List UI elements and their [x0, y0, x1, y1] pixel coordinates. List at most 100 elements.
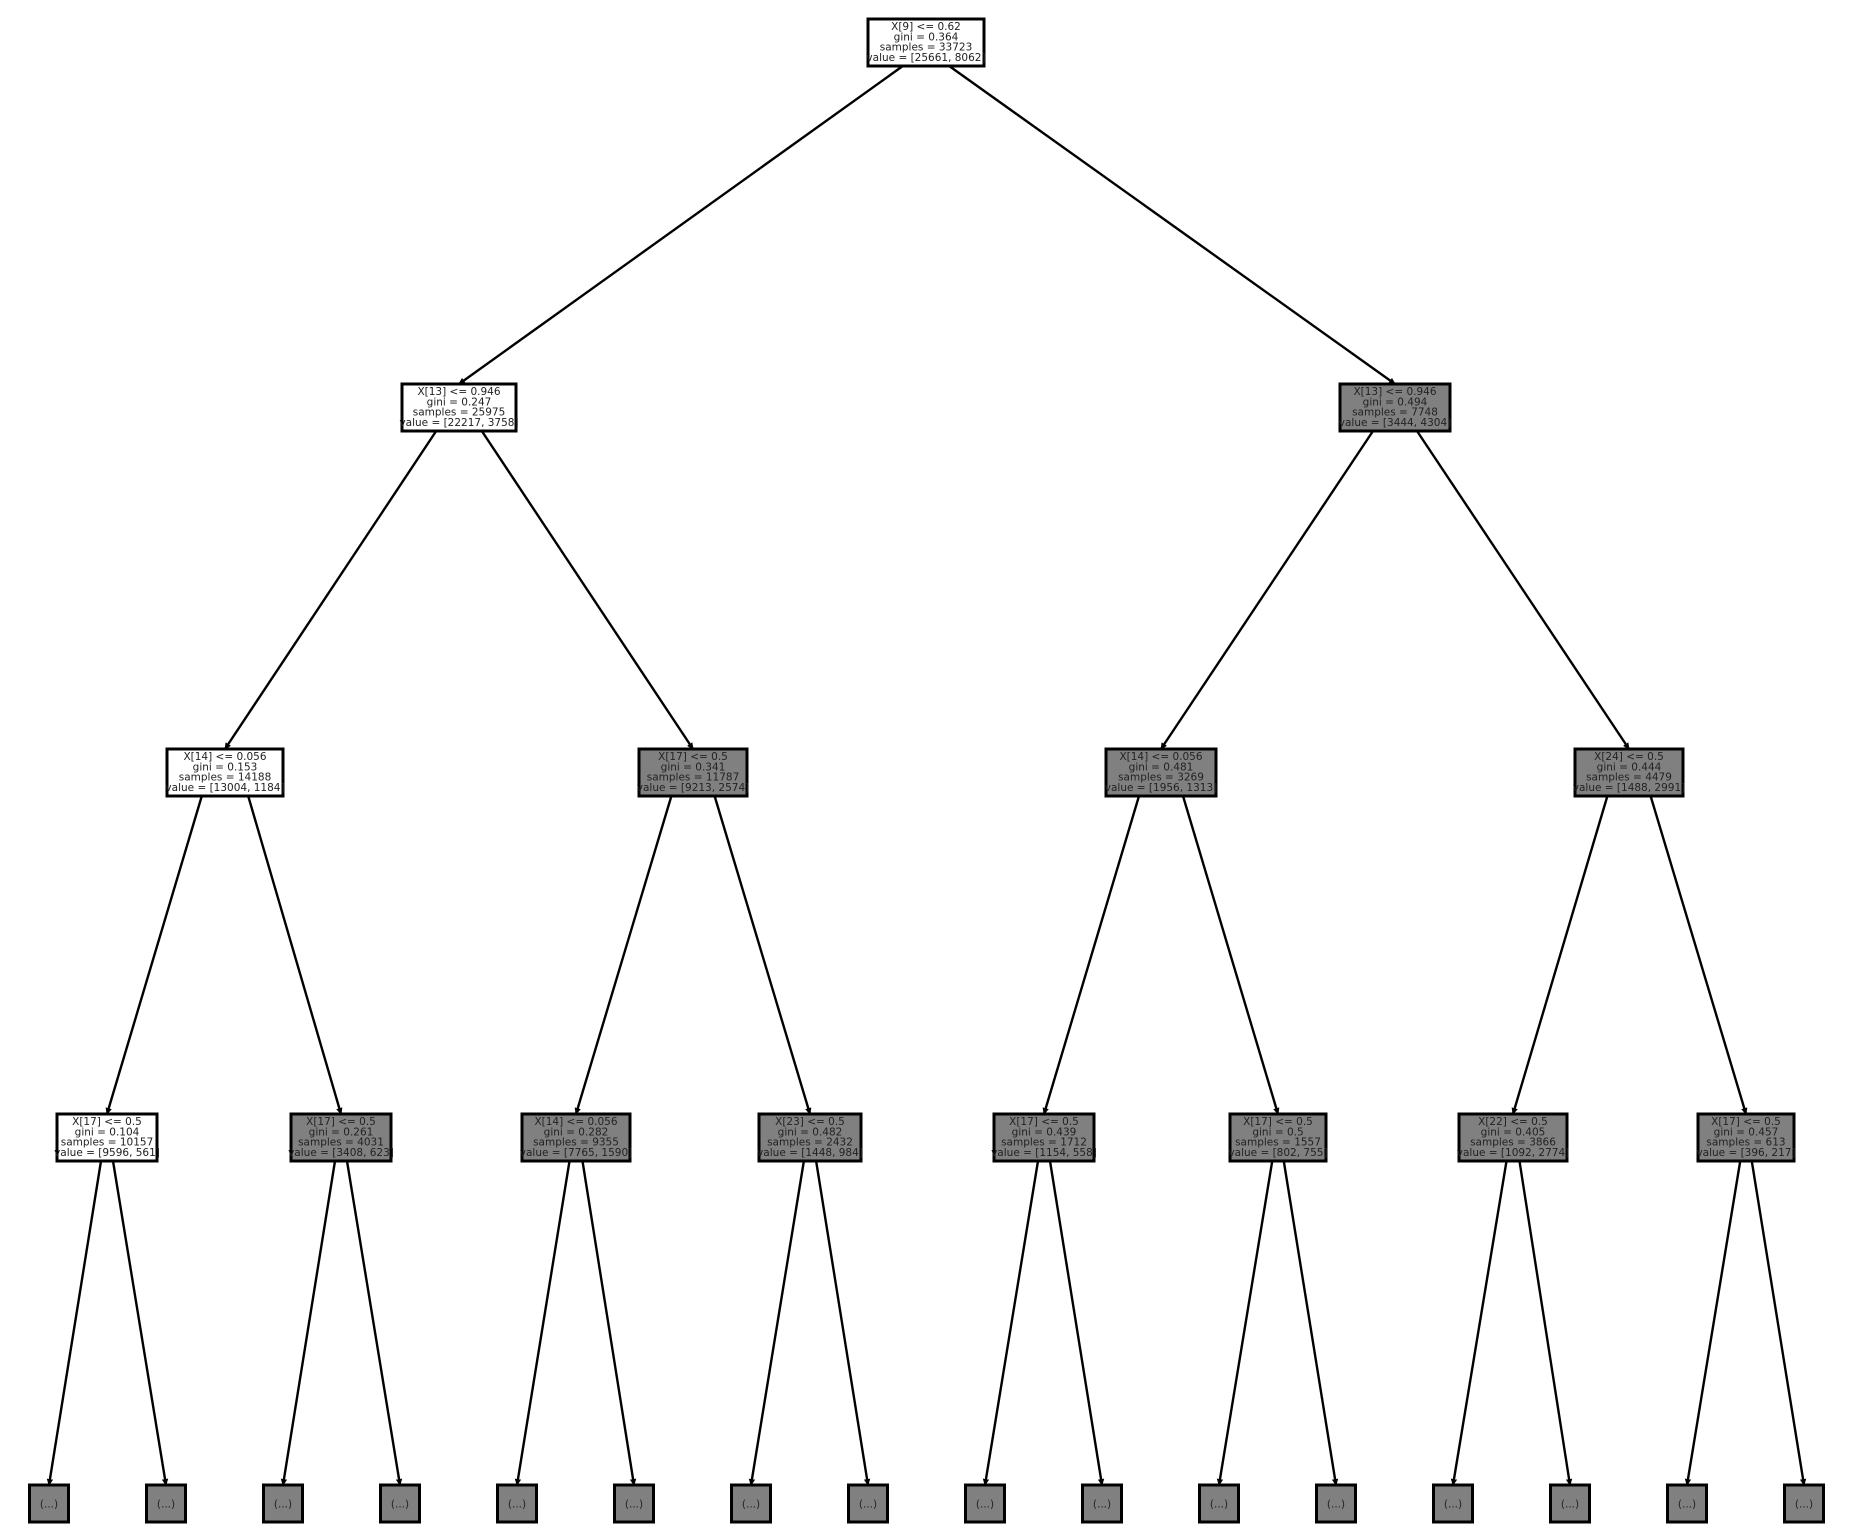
node-label-line: samples = 14188: [179, 772, 272, 784]
leaf-label: (...): [1444, 1499, 1462, 1511]
tree-edge: [713, 795, 812, 1115]
node-label-line: samples = 4031: [298, 1137, 384, 1149]
tree-leaf-collapsed: (...): [964, 1483, 1006, 1524]
node-box: [1457, 1112, 1569, 1163]
leaf-label: (...): [1093, 1499, 1111, 1511]
node-label-line: value = [1092, 2774]: [1457, 1147, 1569, 1159]
leaf-box: [1432, 1483, 1474, 1524]
tree-leaf-collapsed: (...): [1432, 1483, 1474, 1524]
tree-edge: [1160, 430, 1374, 750]
tree-edge: [574, 795, 673, 1115]
node-label-line: value = [802, 755]: [1228, 1147, 1327, 1159]
node-box: [637, 747, 749, 798]
leaf-box: [847, 1483, 889, 1524]
node-box: [400, 382, 518, 433]
tree-edge: [814, 1160, 871, 1486]
tree-edge: [1518, 1160, 1573, 1486]
leaf-label: (...): [1210, 1499, 1228, 1511]
node-label-line: value = [1488, 2991]: [1573, 782, 1685, 794]
node-label-line: gini = 0.482: [778, 1126, 843, 1138]
node-label-line: X[17] <= 0.5: [306, 1116, 376, 1128]
leaf-box: [1081, 1483, 1123, 1524]
node-label-line: gini = 0.261: [309, 1126, 374, 1138]
tree-leaf-collapsed: (...): [847, 1483, 889, 1524]
node-box: [165, 747, 285, 798]
node-label-line: samples = 1712: [1001, 1137, 1087, 1149]
tree-leaf-collapsed: (...): [613, 1483, 655, 1524]
node-label-line: X[9] <= 0.62: [891, 21, 961, 33]
node-label-line: X[17] <= 0.5: [1243, 1116, 1313, 1128]
tree-leaf-collapsed: (...): [145, 1483, 187, 1524]
tree-leaf-collapsed: (...): [1666, 1483, 1708, 1524]
node-label-line: X[14] <= 0.056: [534, 1116, 617, 1128]
tree-leaf-collapsed: (...): [730, 1483, 772, 1524]
leaf-box: [730, 1483, 772, 1524]
tree-leaf-collapsed: (...): [28, 1483, 70, 1524]
node-label-line: value = [13004, 1184]: [165, 782, 284, 794]
tree-leaf-collapsed: (...): [1783, 1483, 1825, 1524]
tree-leaf-collapsed: (...): [496, 1483, 538, 1524]
node-box: [1696, 1112, 1796, 1163]
node-label-line: gini = 0.457: [1714, 1126, 1779, 1138]
tree-edge: [514, 1160, 571, 1486]
node-label-line: X[14] <= 0.056: [1119, 751, 1202, 763]
node-label-line: gini = 0.444: [1597, 761, 1662, 773]
node-label-line: value = [1956, 1313]: [1105, 782, 1217, 794]
node-label-line: X[13] <= 0.946: [417, 386, 500, 398]
node-label-line: X[23] <= 0.5: [775, 1116, 845, 1128]
tree-edge: [982, 1160, 1040, 1486]
node-label-line: value = [9213, 2574]: [637, 782, 749, 794]
node-box: [520, 1112, 632, 1163]
leaf-label: (...): [1561, 1499, 1579, 1511]
tree-edge: [1282, 1160, 1339, 1486]
node-label-line: value = [7765, 1590]: [520, 1147, 632, 1159]
node-label-line: value = [9596, 561]: [54, 1147, 160, 1159]
tree-edge: [345, 1160, 403, 1486]
node-label-line: gini = 0.104: [75, 1126, 140, 1138]
node-box: [757, 1112, 863, 1163]
tree-edge: [1416, 430, 1630, 750]
node-label-line: samples = 1557: [1235, 1137, 1321, 1149]
node-label-line: gini = 0.153: [193, 761, 258, 773]
node-label-line: samples = 10157: [61, 1137, 154, 1149]
node-label-line: samples = 9355: [533, 1137, 619, 1149]
node-label-line: gini = 0.439: [1012, 1126, 1077, 1138]
leaf-label: (...): [157, 1499, 175, 1511]
leaf-label: (...): [1678, 1499, 1696, 1511]
leaf-box: [1549, 1483, 1591, 1524]
leaf-label: (...): [976, 1499, 994, 1511]
leaf-label: (...): [508, 1499, 526, 1511]
leaf-box: [613, 1483, 655, 1524]
node-label-line: value = [22217, 3758]: [399, 417, 518, 429]
node-label-line: X[17] <= 0.5: [1009, 1116, 1079, 1128]
leaf-box: [1783, 1483, 1825, 1524]
leaf-box: [1315, 1483, 1357, 1524]
node-label-line: value = [1448, 984]: [757, 1147, 863, 1159]
node-label-line: samples = 3269: [1118, 772, 1204, 784]
node-label-line: value = [3444, 4304]: [1339, 417, 1451, 429]
leaf-box: [964, 1483, 1006, 1524]
leaf-label: (...): [1327, 1499, 1345, 1511]
node-label-line: samples = 25975: [413, 407, 506, 419]
node-label-line: gini = 0.5: [1252, 1126, 1303, 1138]
node-label-line: X[17] <= 0.5: [72, 1116, 142, 1128]
tree-edge: [948, 65, 1396, 385]
tree-leaf-collapsed: (...): [262, 1483, 304, 1524]
node-label-line: X[13] <= 0.946: [1353, 386, 1436, 398]
tree-edge: [1450, 1160, 1508, 1486]
node-box: [55, 1112, 159, 1163]
node-label-line: gini = 0.282: [544, 1126, 609, 1138]
node-label-line: value = [25661, 8062]: [866, 52, 985, 64]
node-label-line: value = [396, 217]: [1696, 1147, 1795, 1159]
leaf-box: [1198, 1483, 1240, 1524]
